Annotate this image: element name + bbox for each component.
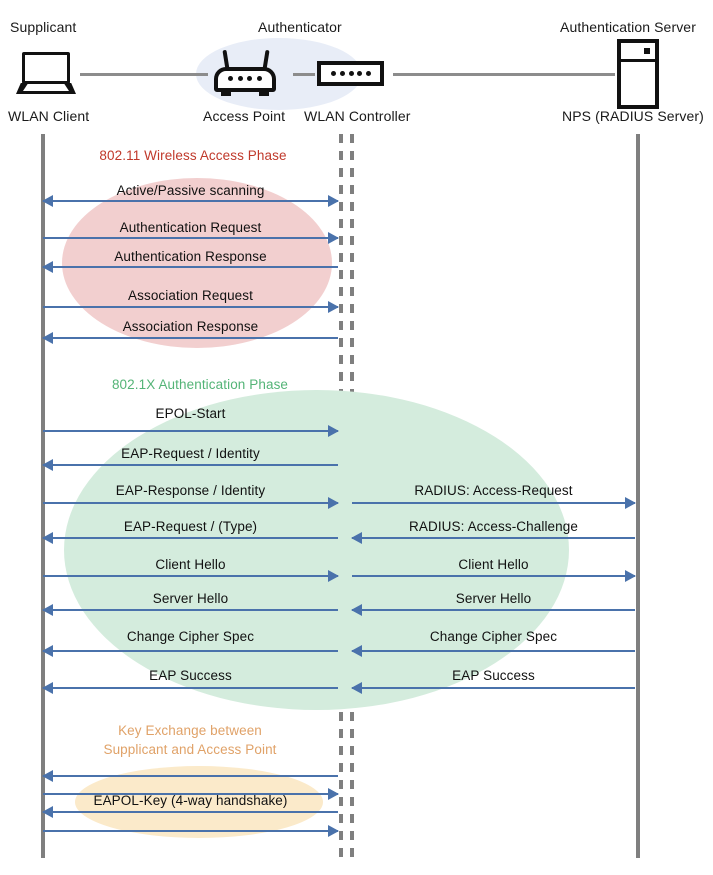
phase-title-wireless-access: 802.11 Wireless Access Phase [99,148,287,163]
radius-message-label: RADIUS: Access-Request [414,483,573,498]
message-arrow [42,195,339,207]
message-arrow [42,532,338,544]
message-label: EPOL-Start [155,406,226,421]
message-label: Client Hello [155,557,226,572]
message-arrow [42,806,338,818]
lifeline-authentication-server [636,134,640,858]
message-label: Change Cipher Spec [126,629,255,644]
actor-role-authentication-server: Authentication Server [560,19,696,35]
radius-message-arrow [352,497,636,509]
server-icon [617,39,659,109]
message-arrow [42,459,338,471]
message-arrow [42,261,338,273]
message-arrow [43,232,339,244]
message-arrow [43,497,339,509]
lifeline-supplicant [41,134,45,858]
actor-device-nps-radius-server: NPS (RADIUS Server) [562,108,704,124]
radius-message-label: Client Hello [458,557,529,572]
phase-ellipse-dot1x-authentication [64,390,569,710]
message-arrow [43,301,339,313]
link-ap-to-controller [293,73,315,76]
message-arrow [42,645,338,657]
radius-message-label: RADIUS: Access-Challenge [409,519,578,534]
message-arrow [43,825,339,837]
link-client-to-ap [80,73,208,76]
actor-device-wlan-controller: WLAN Controller [304,108,411,124]
message-label: EAP-Request / Identity [121,446,260,461]
phase-title-dot1x-authentication: 802.1X Authentication Phase [111,377,289,392]
phase-ellipse-wireless-access [62,178,332,348]
actor-device-access-point: Access Point [203,108,286,124]
message-arrow [42,604,338,616]
radius-message-label: EAP Success [452,668,535,683]
message-label: Active/Passive scanning [116,183,265,198]
message-label: Authentication Response [114,249,267,264]
radius-message-arrow [352,570,636,582]
message-arrow [43,788,339,800]
radius-message-arrow [351,604,635,616]
message-arrow [43,570,339,582]
message-arrow [42,770,338,782]
radius-message-arrow [351,682,635,694]
message-label: EAP-Request / (Type) [123,519,258,534]
message-label: Association Request [128,288,253,303]
radius-message-label: Server Hello [455,591,532,606]
message-label: Association Response [122,319,259,334]
access-point-icon [214,49,276,98]
message-arrow [42,682,338,694]
message-label: EAP-Response / Identity [115,483,266,498]
laptop-icon [16,52,76,96]
message-arrow [42,332,338,344]
phase-ellipse-key-exchange [75,766,323,838]
actor-role-authenticator: Authenticator [258,19,342,35]
message-arrow [43,425,339,437]
wlan-controller-icon [317,61,384,86]
phase-title-key-exchange-line1: Key Exchange between [118,723,262,738]
message-label: Server Hello [152,591,229,606]
link-controller-to-server [393,73,615,76]
radius-message-label: Change Cipher Spec [429,629,558,644]
message-label: EAP Success [149,668,232,683]
message-label: Authentication Request [119,220,262,235]
handshake-label: EAPOL-Key (4-way handshake) [93,793,288,808]
actor-role-supplicant: Supplicant [10,19,77,35]
radius-message-arrow [351,645,635,657]
radius-message-arrow [351,532,635,544]
actor-device-wlan-client: WLAN Client [8,108,90,124]
phase-title-key-exchange-line2: Supplicant and Access Point [103,742,277,757]
